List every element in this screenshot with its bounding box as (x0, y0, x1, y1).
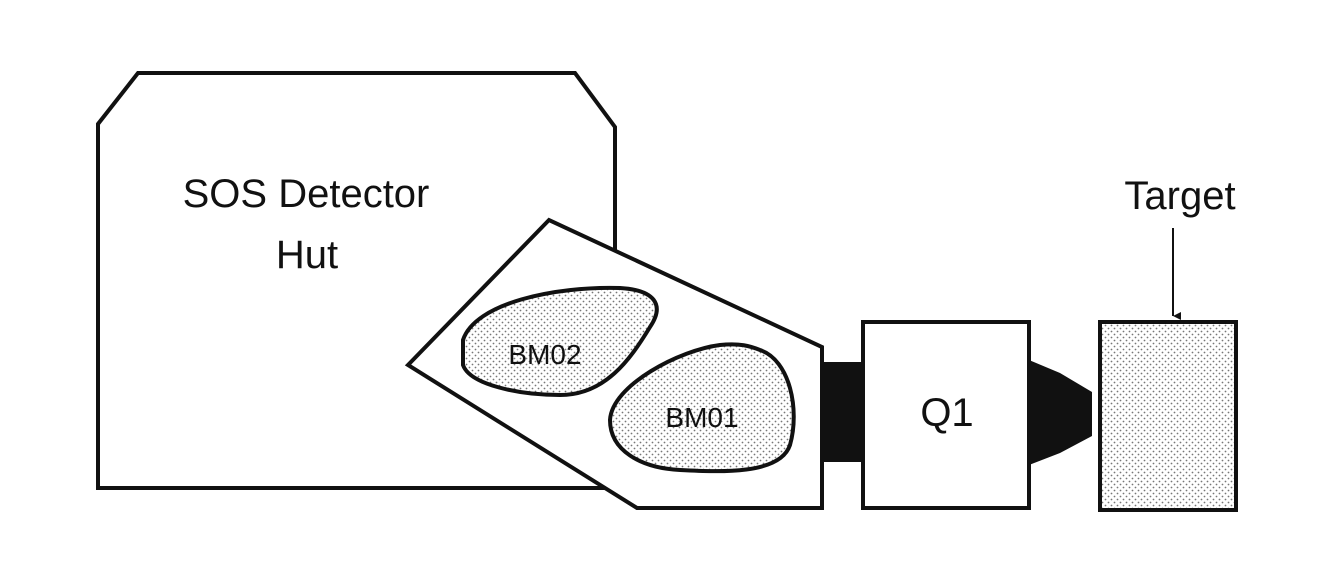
bm01-label: BM01 (665, 402, 738, 433)
target-block (1098, 320, 1238, 512)
beam-pipe-connector (818, 362, 864, 462)
q1-label: Q1 (920, 391, 973, 435)
beam-nozzle (1029, 360, 1092, 465)
detector-hut-label-line1: SOS Detector (183, 172, 430, 216)
detector-hut-label-line2: Hut (276, 233, 338, 277)
target-label: Target (1124, 174, 1235, 218)
bm01-magnet (607, 342, 796, 474)
bm02-label: BM02 (508, 339, 581, 370)
bm02-magnet (461, 285, 659, 398)
